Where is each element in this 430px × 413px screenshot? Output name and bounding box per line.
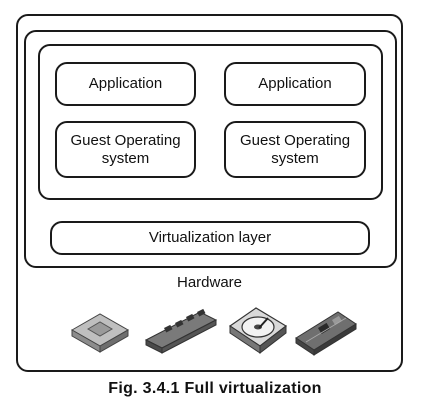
guest-os-box-2: Guest Operating system: [224, 121, 366, 178]
guest-os-2-line2: system: [271, 149, 319, 167]
hardware-label: Hardware: [176, 274, 243, 291]
virtualization-layer-box: Virtualization layer: [50, 221, 370, 255]
guest-os-box-1: Guest Operating system: [55, 121, 196, 178]
application-box-2: Application: [224, 62, 366, 106]
guest-os-2-line1: Guest Operating: [239, 131, 351, 149]
hard-disk-icon: [228, 307, 288, 355]
expansion-card-icon: [295, 311, 357, 356]
application-label-1: Application: [88, 75, 163, 92]
guest-os-1-line2: system: [101, 149, 150, 167]
hardware-icons: [60, 298, 360, 360]
application-box-1: Application: [55, 62, 196, 106]
guest-os-label-2: Guest Operating system: [240, 132, 350, 168]
memory-module-icon: [144, 308, 218, 354]
guest-os-1-line1: Guest Operating: [70, 131, 181, 149]
guest-os-label-1: Guest Operating system: [70, 132, 180, 168]
application-label-2: Application: [258, 75, 332, 92]
figure-caption: Fig. 3.4.1 Full virtualization: [108, 380, 322, 397]
cpu-chip-icon: [70, 313, 130, 353]
virtualization-layer-label: Virtualization layer: [148, 229, 272, 246]
hardware-icons-svg: [70, 307, 357, 356]
